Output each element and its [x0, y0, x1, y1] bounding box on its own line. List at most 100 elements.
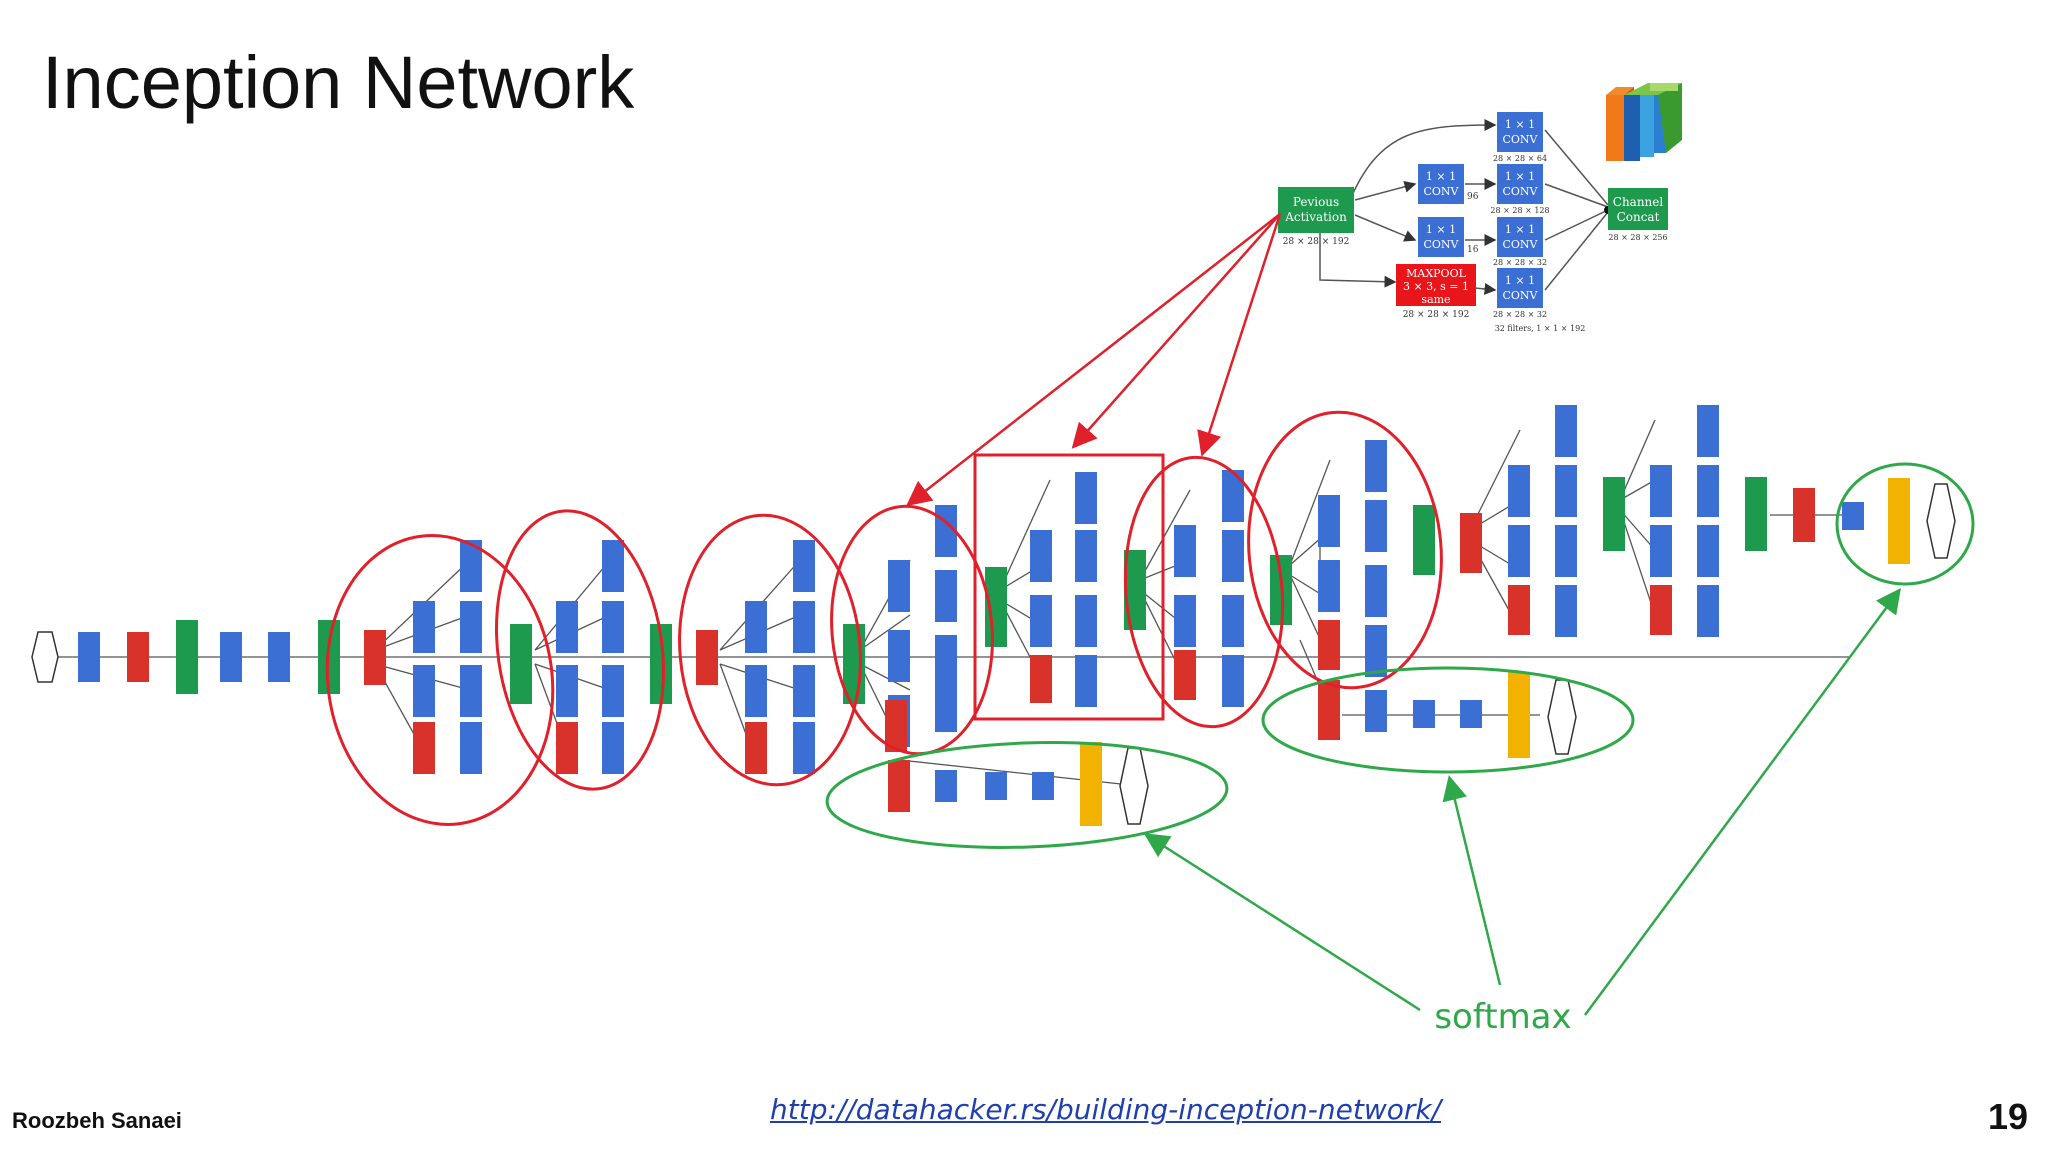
pool-block [1793, 488, 1815, 542]
conv-label-e1: 1 × 1 [1505, 223, 1535, 236]
conv-block [460, 540, 482, 592]
author-name: Roozbeh Sanaei [12, 1108, 182, 1133]
softmax0-output-node [1119, 747, 1149, 825]
maxpool-dim: 28 × 28 × 192 [1403, 310, 1470, 320]
input-node [31, 631, 59, 683]
pool-block [1508, 585, 1530, 635]
conv-block [1222, 470, 1244, 522]
maxpool-label-3: same [1421, 293, 1450, 306]
previous-activation-label-2: Activation [1284, 210, 1347, 224]
conv-block [1075, 472, 1097, 524]
googlenet-chain [31, 405, 1956, 826]
conv-block [888, 630, 910, 682]
conv-block [793, 722, 815, 774]
conv-block [1030, 595, 1052, 647]
conv-block [1697, 465, 1719, 517]
conv-block [1075, 530, 1097, 582]
conv-block [1174, 595, 1196, 647]
conv-label-e2: CONV [1502, 238, 1538, 251]
maxpool-label-1: MAXPOOL [1406, 267, 1466, 280]
maxpool-block [1396, 264, 1476, 306]
conv-1x1-block [1497, 268, 1543, 308]
conv-block [745, 601, 767, 653]
conv-block [556, 665, 578, 717]
dim-128: 28 × 28 × 128 [1490, 206, 1549, 215]
softmax-highlights [825, 462, 1975, 849]
concat-block [510, 624, 532, 704]
pool-block [364, 630, 386, 685]
conv-label-c2: CONV [1502, 133, 1538, 146]
dim-32a: 28 × 28 × 32 [1493, 258, 1547, 267]
module-highlight-box [973, 453, 1165, 721]
pool-block [1460, 513, 1482, 573]
pool-block [413, 722, 435, 774]
softmax1-output-node [1547, 679, 1577, 755]
softmax-pointer-arrows [1143, 587, 1901, 1016]
conv-label-a2: CONV [1423, 185, 1459, 198]
conv-block [935, 635, 957, 687]
conv-block [220, 632, 242, 682]
conv-block [556, 601, 578, 653]
pool-block [885, 700, 907, 752]
previous-activation-dim: 28 × 28 × 192 [1283, 237, 1350, 247]
conv-label-b1: 1 × 1 [1426, 223, 1456, 236]
conv-block [413, 601, 435, 653]
conv-block [460, 665, 482, 717]
conv-1x1-block [1497, 217, 1543, 257]
conv-block [1075, 655, 1097, 707]
conv-block [1650, 525, 1672, 577]
conv-block [1555, 465, 1577, 517]
concat-block [176, 620, 198, 694]
conv-label-f2: CONV [1502, 289, 1538, 302]
conv-1x1-block [1497, 164, 1543, 204]
softmax-highlight-ellipse [825, 741, 1229, 849]
conv-block [1365, 625, 1387, 677]
conv-block [1697, 585, 1719, 637]
pool-block [556, 722, 578, 774]
inception-module-detail: Pevious Activation 28 × 28 × 192 1 × 1 C… [1278, 83, 1682, 333]
channel-concat-dim: 28 × 28 × 256 [1608, 233, 1667, 242]
conv-block [413, 665, 435, 717]
module-highlight-ellipse [494, 509, 666, 791]
conv-block [1555, 525, 1577, 577]
conv-block [460, 601, 482, 653]
conv-block [1174, 525, 1196, 577]
conv-label-d1: 1 × 1 [1505, 170, 1535, 183]
concat-block [1413, 505, 1435, 575]
conv-block [793, 665, 815, 717]
concat-block [1603, 477, 1625, 551]
source-link[interactable]: http://datahacker.rs/building-inception-… [770, 1093, 1442, 1126]
channel-concat-block [1608, 188, 1668, 230]
conv-block [1697, 405, 1719, 457]
conv-1x1-block [1497, 112, 1543, 152]
conv-block [1318, 560, 1340, 612]
conv-block [1222, 530, 1244, 582]
pool-block [1030, 655, 1052, 703]
channel-concat-label-2: Concat [1617, 210, 1660, 224]
channel-concat-label-1: Channel [1613, 195, 1664, 209]
conv-block [1365, 500, 1387, 552]
chain-edges [55, 419, 1860, 790]
conv-label-b2: CONV [1423, 238, 1459, 251]
pool-block [745, 722, 767, 774]
conv-block [460, 722, 482, 774]
conv-block [1508, 465, 1530, 517]
conv-block [1075, 595, 1097, 647]
page-number: 19 [1987, 1096, 2028, 1137]
softmax-block [1888, 478, 1910, 564]
softmax-block [1508, 672, 1530, 758]
conv-block [793, 601, 815, 653]
softmax-block [1080, 742, 1102, 826]
softmax2-output-node [1926, 483, 1956, 559]
maxpool-label-2: 3 × 3, s = 1 [1403, 280, 1469, 293]
conv-block [888, 560, 910, 612]
module-highlight-ellipse [1123, 455, 1285, 729]
slide-title: Inception Network [42, 41, 635, 124]
conv-label-f1: 1 × 1 [1505, 274, 1535, 287]
conv-block [1222, 595, 1244, 647]
conv-1x1-block [1418, 217, 1464, 257]
conv-block [1030, 530, 1052, 582]
conv-label-d2: CONV [1502, 185, 1538, 198]
conv-block [1555, 585, 1577, 637]
